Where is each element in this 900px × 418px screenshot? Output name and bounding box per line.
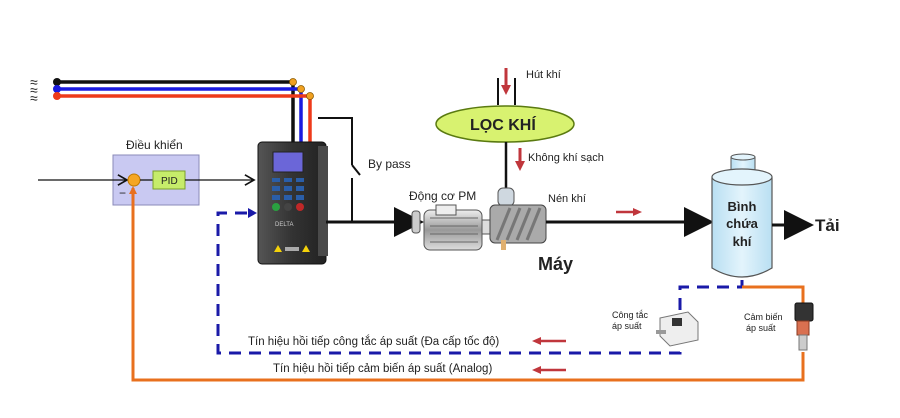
svg-text:DELTA: DELTA xyxy=(275,222,293,228)
ac-source-icon: ≈ ≈ ≈ xyxy=(30,74,38,106)
bypass-switch: By pass xyxy=(318,117,411,222)
inverter-display xyxy=(272,151,304,173)
summing-node-icon xyxy=(127,173,141,187)
controller-label: Điều khiển xyxy=(126,138,183,152)
tank-label-1: Bình xyxy=(728,199,757,214)
compression-label: Nén khí xyxy=(548,193,586,205)
screw-compressor: Nén khí Máy xyxy=(489,187,586,274)
feedback-sensor-arrow-icon xyxy=(532,366,541,374)
controller-block: Điều khiển − PID xyxy=(38,138,256,206)
air-filter-label: LỌC KHÍ xyxy=(470,115,536,134)
minus-sign: − xyxy=(119,186,126,200)
clean-air-arrow-icon xyxy=(515,161,525,171)
tank-label-2: chứa xyxy=(726,216,759,231)
inverter-device: DELTA xyxy=(257,141,328,265)
power-lines xyxy=(53,78,314,142)
flow-arrow-icon xyxy=(633,208,642,216)
pid-label: PID xyxy=(161,176,178,187)
tank-label-3: khí xyxy=(733,234,752,249)
terminal-dot xyxy=(297,85,305,93)
air-tank: Bình chứa khí xyxy=(711,153,773,278)
intake-arrow-icon xyxy=(501,85,511,95)
svg-text:≈: ≈ xyxy=(30,90,38,106)
feedback-sensor-label: Tín hiệu hồi tiếp cảm biến áp suất (Anal… xyxy=(273,363,492,375)
pressure-sensor-label-2: áp suất xyxy=(746,323,776,333)
bypass-label: By pass xyxy=(368,157,411,171)
feedback-arrow-icon xyxy=(248,208,257,218)
machine-label: Máy xyxy=(538,254,573,274)
power-line-red xyxy=(57,94,312,142)
pm-motor-label: Động cơ PM xyxy=(409,189,476,203)
air-filter: Hút khí LỌC KHÍ Không khí sạch xyxy=(435,68,604,190)
terminal-dot xyxy=(289,78,297,86)
feedback-switch-label: Tín hiệu hồi tiếp công tắc áp suất (Đa c… xyxy=(248,335,499,348)
pressure-switch-label-2: áp suất xyxy=(612,321,642,331)
pressure-switch-label-1: Công tắc xyxy=(612,310,649,320)
feedback-sensor-line xyxy=(129,186,805,382)
feedback-switch-arrow-icon xyxy=(532,337,541,345)
pressure-sensor-label-1: Cảm biến xyxy=(744,312,783,322)
clean-air-label: Không khí sạch xyxy=(528,152,604,164)
air-intake-label: Hút khí xyxy=(526,69,561,81)
svg-text:≈: ≈ xyxy=(30,82,38,98)
pressure-switch: Công tắc áp suất xyxy=(612,310,699,347)
feedback-switch-line xyxy=(216,208,744,355)
svg-text:≈: ≈ xyxy=(30,74,38,90)
load-label: Tải xyxy=(815,216,840,235)
power-line-black xyxy=(57,80,295,142)
terminal-dot xyxy=(306,92,314,100)
pressure-sensor: Cảm biến áp suất xyxy=(744,302,814,351)
pm-motor: Động cơ PM xyxy=(409,189,495,251)
